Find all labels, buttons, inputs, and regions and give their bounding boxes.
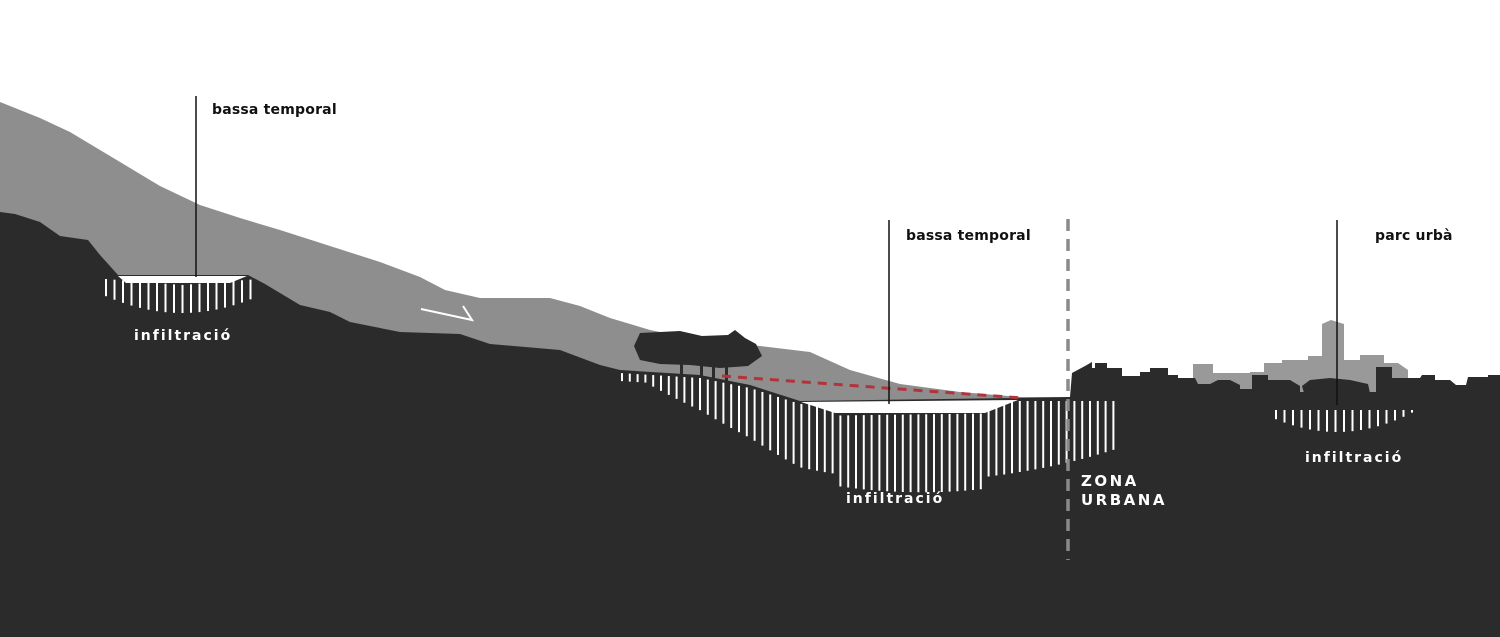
background-buildings [1193,320,1408,400]
label-urban-zone: ZONA URBANA [1081,472,1167,510]
label-infiltration-lower: infiltració [846,491,945,507]
label-park: parc urbà [1375,228,1453,244]
runoff-path [721,374,1023,400]
tree-cluster [634,330,762,382]
label-upper-pond: bassa temporal [212,102,337,118]
lower-pond-water [801,400,1018,413]
flow-arrow-icon [420,305,475,322]
label-infiltration-upper: infiltració [134,328,233,344]
infiltration-lines [105,279,1413,493]
urban-zone-line2: URBANA [1081,491,1167,509]
label-lower-pond: bassa temporal [906,228,1031,244]
ground-layer [0,212,1500,637]
upper-pond-water [118,276,247,283]
park-trees [1302,378,1370,406]
label-infiltration-park: infiltració [1305,450,1404,466]
urban-zone-line1: ZONA [1081,472,1139,490]
